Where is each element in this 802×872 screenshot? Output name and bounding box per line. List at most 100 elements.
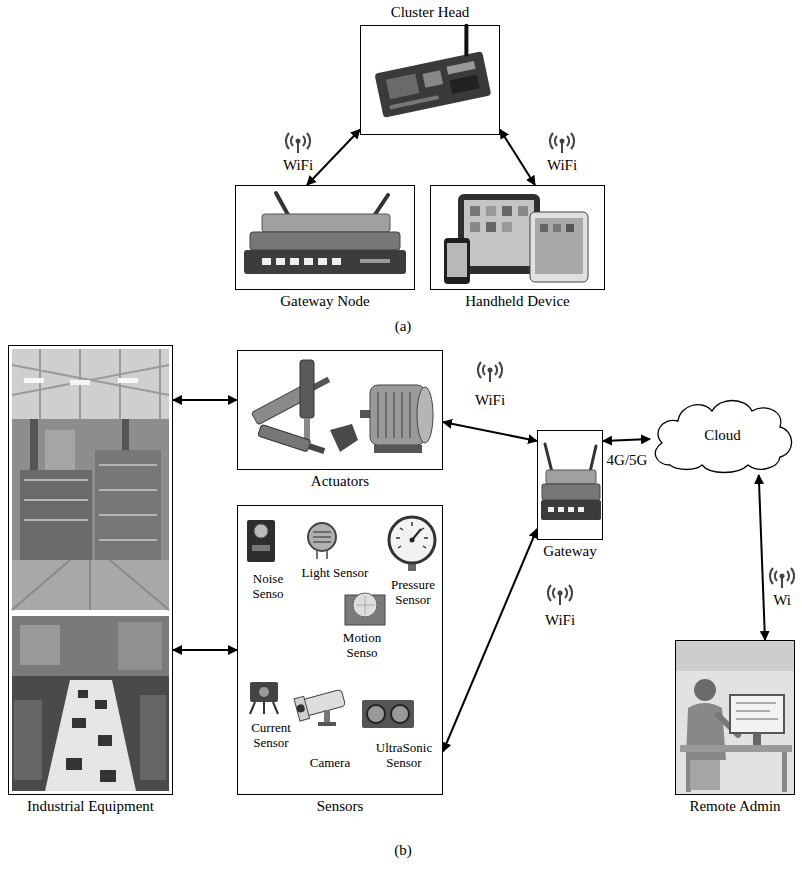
router-stack [318,258,327,265]
factory-photo [12,349,169,610]
edge-label-holder: WiFi [545,156,579,174]
sensor-label: Motion Senso [332,630,392,660]
remote-admin-photo [690,760,720,790]
node-caption: Industrial Equipment [0,797,241,815]
wifi-icon [286,133,794,605]
tablet-phone-picture [553,224,561,232]
edge-label-holder: Wi [771,591,793,609]
actuators-box: Actuators [237,350,443,470]
tablet-phone-picture [470,206,480,216]
node-caption: Handheld Device [368,292,668,310]
router-stack [548,507,554,512]
actuator-picture [251,373,332,425]
link-label: WiFi [545,156,579,174]
label-holder: Noise Senso [241,571,295,601]
conveyor-photo [12,616,169,676]
link-arrow [173,399,237,401]
router-stack [578,507,584,512]
panel-label: (a) [383,318,423,335]
router-stack [290,258,299,265]
equipment-box: Industrial Equipment [8,345,173,795]
link-arrow [443,422,537,441]
node-caption: Sensors [190,797,490,815]
actuator-picture [308,443,325,454]
conveyor-photo [14,700,42,780]
link-arrow [759,475,765,640]
factory-photo [12,349,169,610]
remote-admin-photo [753,733,761,745]
ultrasonic-sensor-picture [391,705,409,723]
router-stack [244,193,406,274]
remote-admin-photo [730,695,784,733]
link-label: WiFi [543,611,577,629]
node-caption: Gateway Node [175,292,475,310]
current-sensor-picture [250,682,278,714]
cluster-head-board [386,73,420,99]
noise-sensor-picture [252,545,270,551]
remote-admin-photo [676,641,794,794]
actuator-picture [378,392,410,438]
pressure-gauge-picture [389,517,435,571]
sensor-label: Pressure Sensor [385,577,441,607]
node-text: Cloud [704,426,741,444]
factory-photo [24,378,44,383]
noise-sensor-picture [247,520,275,562]
actuator-picture [300,360,314,418]
factory-photo [12,560,169,610]
remote-admin-box: Remote Admin [675,640,795,795]
router-stack [304,258,313,265]
wifi-icon [286,133,310,153]
actuator-picture [251,360,433,457]
factory-photo [12,560,169,610]
current-sensor-picture [259,687,269,697]
conveyor-photo [100,770,116,782]
actuator-picture [374,445,422,453]
camera-picture [296,704,306,714]
cluster-head-board [422,70,443,87]
factory-photo [70,380,90,385]
factory-photo [95,450,161,560]
pressure-gauge-picture [396,522,428,548]
gateway-node-box: Gateway Node [235,185,415,290]
router-stack [250,232,400,250]
conveyor-photo [12,616,169,791]
light-sensor-picture [313,532,331,542]
remote-admin-photo [676,641,794,794]
node-caption: Actuators [190,472,490,490]
handheld-box: Handheld Device [430,185,605,290]
conveyor-photo [140,695,166,780]
sensor-label: Current Sensor [241,720,301,750]
ultrasonic-sensor-picture [362,700,414,728]
link-label: Wi [771,591,793,609]
camera-picture [324,710,330,724]
cluster-head-board [389,95,439,109]
sensor-label: UltraSonic Sensor [367,740,441,770]
edge-label-holder: WiFi [543,611,577,629]
pressure-gauge-picture [410,538,415,543]
tablet-phone-picture [444,194,588,284]
light-sensor-picture [316,551,318,559]
label-holder: Motion Senso [332,630,392,660]
noise-sensor-picture [254,524,268,538]
edge-label-holder: WiFi [281,156,315,174]
tablet-phone-picture [535,218,583,274]
sensor-label: Light Sensor [295,565,375,580]
conveyor-photo [66,758,82,770]
router-stack [558,507,564,512]
router-stack [542,484,600,500]
conveyor-photo [20,625,60,665]
link-label: WiFi [281,156,315,174]
ultrasonic-sensor-picture [367,705,385,723]
link-label: WiFi [473,391,507,409]
router-stack [360,259,390,263]
tablet-phone-picture [502,206,512,216]
factory-photo [12,349,169,419]
label-holder: Camera [305,755,355,770]
tablet-phone-picture [470,222,480,232]
label-holder: Current Sensor [241,720,301,750]
actuator-picture [330,424,358,452]
router-stack [262,214,390,232]
camera-picture [294,696,310,721]
sensor-label: Camera [305,755,355,770]
